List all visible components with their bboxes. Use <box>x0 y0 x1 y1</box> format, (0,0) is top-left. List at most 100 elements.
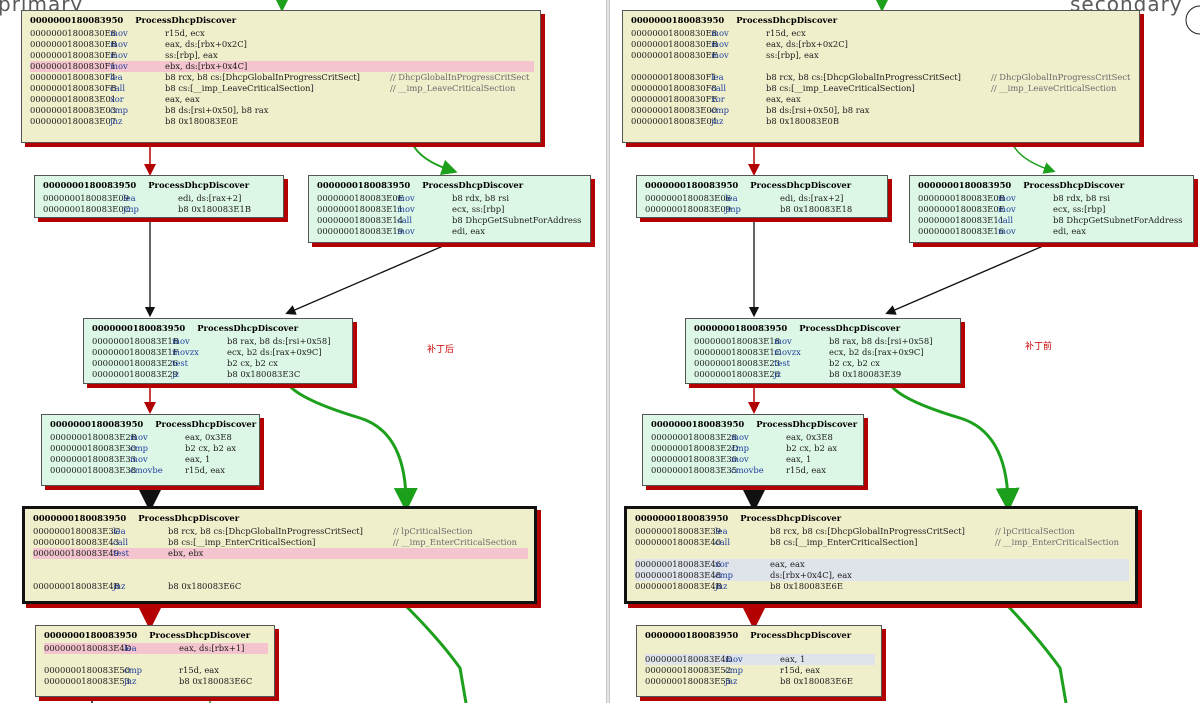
instruction-operands: b8 rcx, b8 cs:[DhcpGlobalInProgressCritS… <box>165 72 360 82</box>
instruction-operands: eax, 0x3E8 <box>185 432 232 442</box>
instruction-address: 0000000180083E52 <box>645 665 732 675</box>
instruction-operands: b8 DhcpGetSubnetForAddress <box>1053 215 1183 225</box>
instruction-operands: b8 0x180083E6C <box>179 676 253 686</box>
instruction-operands: b8 0x180083E6E <box>770 581 843 591</box>
function-name: ProcessDhcpDiscover <box>155 419 257 429</box>
instruction-operands: b8 0x180083E1B <box>178 204 251 214</box>
instruction-address: 0000000180083E33 <box>50 454 137 464</box>
instruction-address: 0000000180083E49 <box>33 548 120 558</box>
instruction-address: 0000000180083E55 <box>645 676 732 686</box>
secondary-graph-pane[interactable]: 1 secondary 补丁前 0000000180083950ProcessD… <box>610 0 1200 703</box>
instruction-address: 0000000180083E14 <box>317 215 404 225</box>
instruction-operands: r15d, eax <box>786 465 827 475</box>
function-name: ProcessDhcpDiscover <box>138 513 240 523</box>
block-start-address: 0000000180083950 <box>694 323 788 333</box>
pane-splitter[interactable] <box>606 0 610 703</box>
instruction-mnemonic: mov <box>397 193 415 203</box>
instruction-mnemonic: jnz <box>124 676 137 686</box>
block-start-address: 0000000180083950 <box>631 15 725 25</box>
instruction-operands: eax, ds:[rbx+1] <box>179 643 245 653</box>
instruction-address: 0000000180083E0C <box>43 204 131 214</box>
instruction-address: 0000000180083E03 <box>30 105 117 115</box>
instruction-mnemonic: mov <box>711 50 729 60</box>
